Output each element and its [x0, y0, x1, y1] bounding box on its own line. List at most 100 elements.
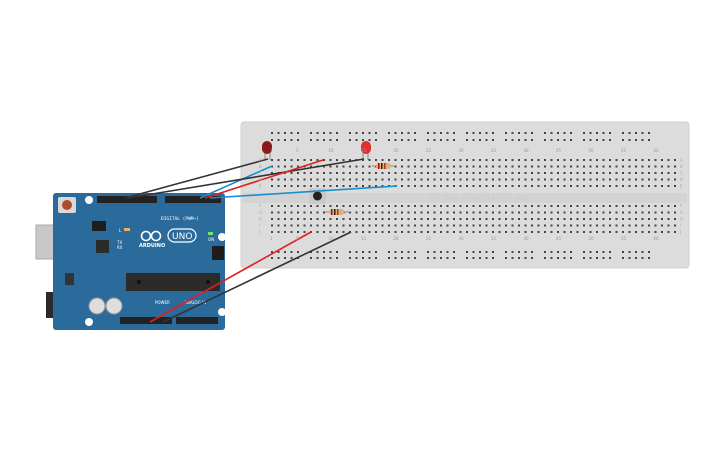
breadboard-hole[interactable] [342, 185, 345, 187]
breadboard-hole[interactable] [414, 218, 416, 220]
breadboard-hole[interactable] [479, 211, 481, 214]
breadboard-hole[interactable] [563, 205, 566, 207]
breadboard-hole[interactable] [641, 159, 644, 161]
breadboard-hole[interactable] [537, 211, 540, 214]
breadboard-hole[interactable] [440, 132, 442, 134]
breadboard-hole[interactable] [375, 257, 377, 259]
breadboard-hole[interactable] [609, 165, 611, 168]
breadboard-hole[interactable] [459, 224, 462, 227]
breadboard-hole[interactable] [459, 165, 462, 168]
breadboard-hole[interactable] [648, 178, 650, 181]
breadboard-hole[interactable] [290, 165, 293, 168]
breadboard-hole[interactable] [589, 205, 592, 207]
breadboard-hole[interactable] [492, 251, 494, 253]
breadboard-hole[interactable] [433, 139, 436, 141]
wires[interactable] [124, 158, 398, 323]
breadboard-hole[interactable] [290, 251, 293, 253]
breadboard-hole[interactable] [641, 251, 644, 253]
breadboard-hole[interactable] [576, 165, 579, 168]
breadboard-hole[interactable] [544, 251, 546, 253]
breadboard-hole[interactable] [401, 251, 403, 253]
breadboard-hole[interactable] [576, 211, 579, 214]
breadboard-hole[interactable] [433, 132, 436, 134]
breadboard-hole[interactable] [583, 211, 585, 214]
breadboard-hole[interactable] [602, 211, 605, 214]
breadboard-hole[interactable] [375, 205, 377, 207]
breadboard-hole[interactable] [615, 211, 618, 214]
breadboard-hole[interactable] [485, 172, 488, 174]
breadboard-hole[interactable] [628, 231, 631, 233]
breadboard-hole[interactable] [537, 224, 540, 227]
breadboard-hole[interactable] [355, 231, 358, 233]
breadboard-hole[interactable] [622, 257, 624, 259]
breadboard-hole[interactable] [550, 172, 553, 174]
breadboard-hole[interactable] [531, 231, 533, 233]
breadboard-hole[interactable] [297, 172, 299, 174]
breadboard-hole[interactable] [271, 205, 273, 207]
breadboard-hole[interactable] [297, 139, 299, 141]
breadboard-hole[interactable] [518, 165, 520, 168]
breadboard-hole[interactable] [336, 178, 338, 181]
breadboard-hole[interactable] [472, 257, 475, 259]
breadboard-hole[interactable] [524, 251, 527, 253]
breadboard-hole[interactable] [329, 231, 332, 233]
breadboard-hole[interactable] [407, 218, 410, 220]
breadboard-hole[interactable] [505, 257, 507, 259]
breadboard-hole[interactable] [531, 218, 533, 220]
breadboard-hole[interactable] [297, 132, 299, 134]
breadboard-hole[interactable] [505, 178, 507, 181]
breadboard-hole[interactable] [355, 132, 358, 134]
breadboard-hole[interactable] [277, 139, 280, 141]
breadboard-hole[interactable] [622, 224, 624, 227]
breadboard-hole[interactable] [622, 132, 624, 134]
breadboard-hole[interactable] [654, 205, 657, 207]
breadboard-hole[interactable] [524, 132, 527, 134]
breadboard-hole[interactable] [427, 132, 429, 134]
breadboard-hole[interactable] [576, 185, 579, 187]
breadboard-hole[interactable] [641, 139, 644, 141]
breadboard-hole[interactable] [362, 172, 364, 174]
breadboard-hole[interactable] [336, 185, 338, 187]
breadboard-hole[interactable] [446, 257, 449, 259]
breadboard-hole[interactable] [355, 211, 358, 214]
breadboard-hole[interactable] [368, 132, 371, 134]
breadboard-hole[interactable] [563, 172, 566, 174]
breadboard-hole[interactable] [316, 218, 319, 220]
breadboard-hole[interactable] [284, 139, 286, 141]
breadboard-hole[interactable] [472, 224, 475, 227]
breadboard-hole[interactable] [557, 159, 559, 161]
breadboard-hole[interactable] [518, 139, 520, 141]
breadboard-hole[interactable] [622, 211, 624, 214]
breadboard-hole[interactable] [420, 224, 423, 227]
breadboard-hole[interactable] [667, 205, 670, 207]
breadboard-hole[interactable] [635, 139, 637, 141]
breadboard-hole[interactable] [290, 132, 293, 134]
breadboard-hole[interactable] [427, 165, 429, 168]
breadboard-hole[interactable] [628, 224, 631, 227]
breadboard-hole[interactable] [563, 132, 566, 134]
breadboard-hole[interactable] [557, 165, 559, 168]
breadboard-hole[interactable] [342, 159, 345, 161]
breadboard-hole[interactable] [381, 159, 384, 161]
breadboard-hole[interactable] [654, 159, 657, 161]
breadboard-hole[interactable] [453, 139, 455, 141]
breadboard-hole[interactable] [284, 132, 286, 134]
breadboard-hole[interactable] [316, 211, 319, 214]
breadboard-hole[interactable] [635, 159, 637, 161]
breadboard-hole[interactable] [310, 211, 312, 214]
breadboard-hole[interactable] [310, 139, 312, 141]
breadboard-hole[interactable] [661, 205, 663, 207]
breadboard-hole[interactable] [641, 165, 644, 168]
breadboard-hole[interactable] [654, 231, 657, 233]
breadboard-hole[interactable] [511, 218, 514, 220]
breadboard-hole[interactable] [628, 257, 631, 259]
breadboard-hole[interactable] [401, 231, 403, 233]
breadboard-hole[interactable] [505, 165, 507, 168]
breadboard-hole[interactable] [570, 159, 572, 161]
breadboard-hole[interactable] [609, 178, 611, 181]
breadboard-hole[interactable] [609, 211, 611, 214]
breadboard-hole[interactable] [394, 178, 397, 181]
breadboard-hole[interactable] [570, 185, 572, 187]
breadboard-hole[interactable] [342, 172, 345, 174]
